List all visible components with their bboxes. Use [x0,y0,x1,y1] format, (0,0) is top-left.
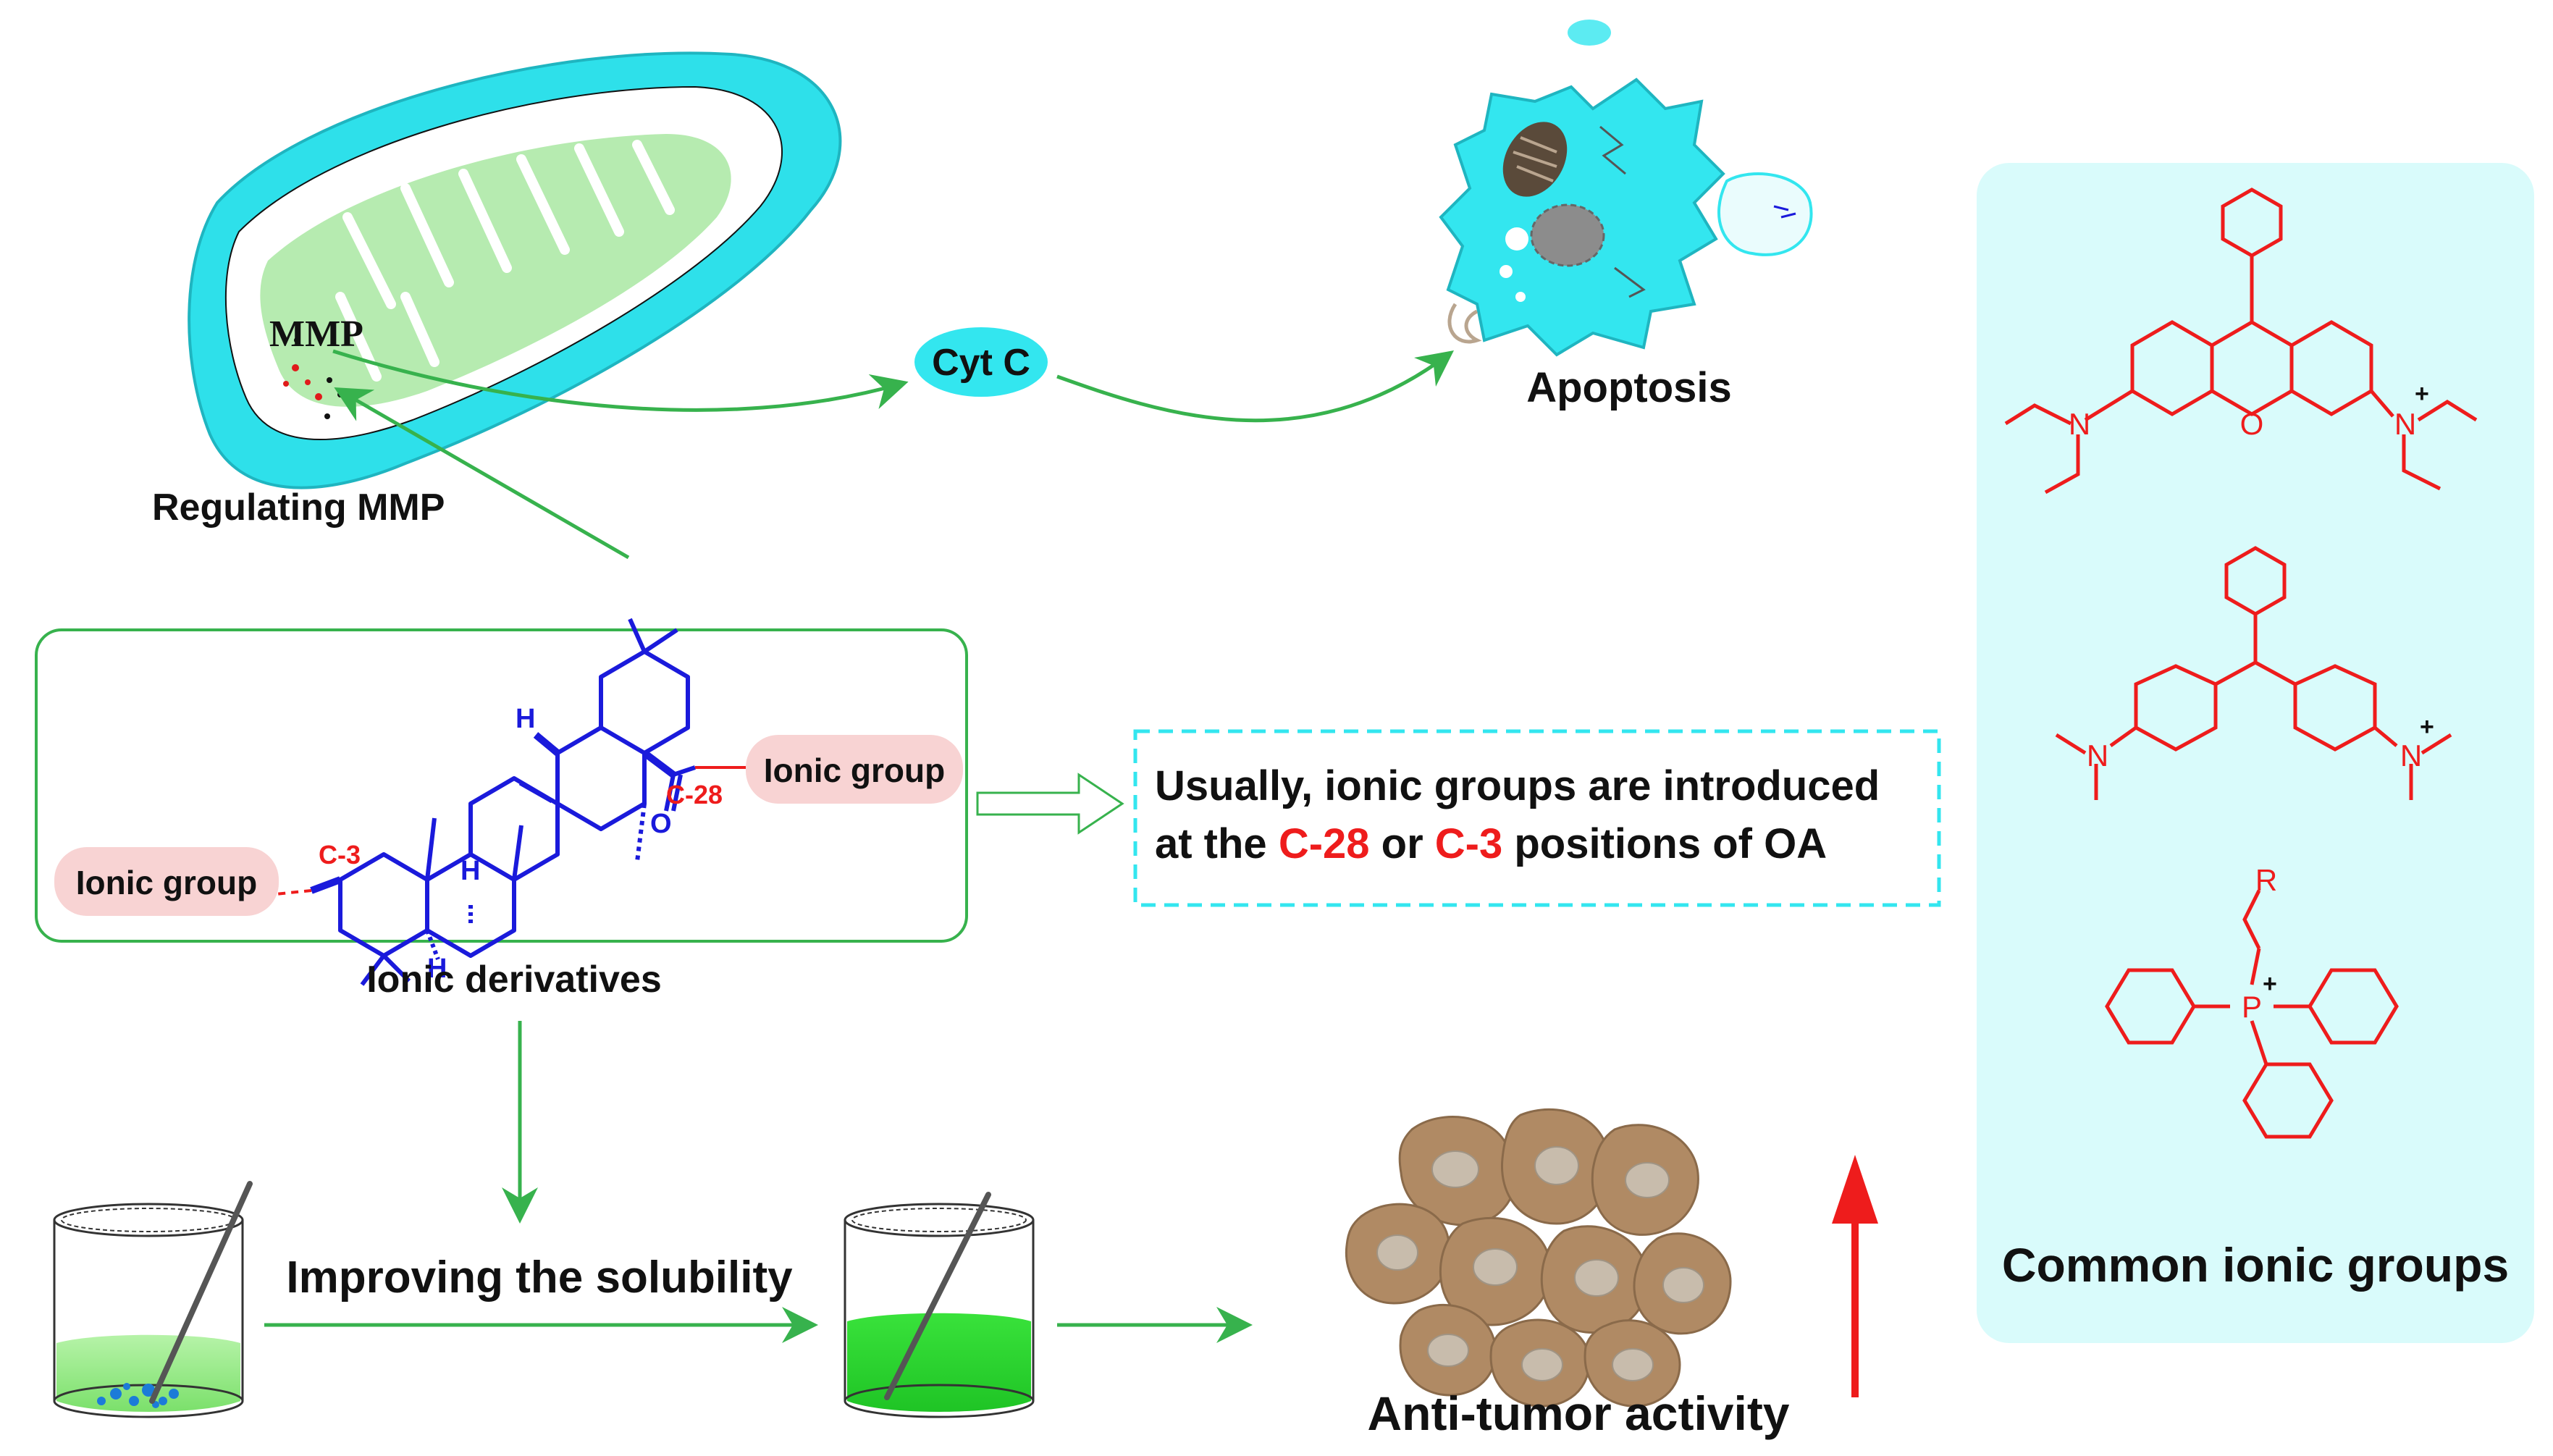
ionic-derivatives-box: H H H O C-3 C-28 Ionic group Ionic group… [35,618,968,1001]
c28-label: C-28 [666,780,723,809]
note-line2: at the C-28 or C-3 positions of OA [1155,820,1827,867]
anti-tumor-label: Anti-tumor activity [1367,1386,1789,1440]
rhodamine-n-right: N [2394,407,2416,441]
triphenylphosphonium-structure [2105,889,2399,1139]
beaker-left [53,1181,253,1418]
o-atom-carbonyl: O [650,809,672,839]
ionic-group-pill-right: Ionic group [746,735,963,804]
note-box: Usually, ionic groups are introduced at … [1133,729,1941,907]
note-line2-mid: or [1370,820,1435,867]
h-atom-middle: H [460,856,480,886]
rhodamine-n-charge: + [2415,380,2429,408]
phosphonium-p-atom: P [2242,990,2262,1024]
note-line2-c28: C-28 [1279,820,1370,867]
note-line1: Usually, ionic groups are introduced [1155,762,1880,809]
phosphonium-r-atom: R [2255,863,2277,897]
mmp-dots [283,337,343,419]
common-ionic-groups-panel: O N N + N N + [1977,163,2534,1343]
mmp-to-cytc-arrow [332,349,909,412]
apoptosis-label: Apoptosis [1526,364,1732,411]
oleanolic-acid-structure [310,618,696,986]
triarylmethane-structure [2055,546,2452,800]
note-line2-c3: C-3 [1435,820,1502,867]
top-arrows [332,349,1455,560]
mmp-label: MMP [269,313,363,355]
ionic-group-right-label: Ionic group [764,752,945,789]
cytc-to-apoptosis-arrow [1056,350,1455,423]
phosphonium-p-charge: + [2263,970,2277,998]
triarylmethane-n-charge: + [2420,713,2434,741]
note-line2-suffix: positions of OA [1502,820,1827,867]
rhodamine-o-atom: O [2240,407,2264,441]
h-atom-top: H [516,704,535,734]
regulating-mmp-label: Regulating MMP [152,487,445,529]
rhodamine-n-left: N [2069,407,2090,441]
hollow-arrow [976,773,1124,835]
cyt-c-node: Cyt C [914,327,1048,397]
mitochondrion: MMP Regulating MMP [152,51,842,529]
triarylmethane-n-right: N [2400,738,2422,773]
common-ionic-groups-title: Common ionic groups [2002,1238,2509,1292]
cyt-c-label: Cyt C [932,342,1030,384]
h-atom-bottom: H [427,954,447,984]
beaker-right [844,1192,1035,1418]
tumor-cluster: Anti-tumor activity [1345,1108,1790,1440]
c3-label: C-3 [319,840,361,870]
solubility-label: Improving the solubility [286,1253,793,1303]
ionic-group-left-label: Ionic group [76,864,257,901]
triarylmethane-n-left: N [2087,738,2108,773]
ionic-derivatives-caption: Ionic derivatives [366,959,662,1001]
apoptotic-cell: Apoptosis [1439,20,1813,411]
note-line2-prefix: at the [1155,820,1279,867]
rhodamine-structure [2004,188,2478,495]
derivatives-to-mmp-arrow [334,387,630,560]
increase-arrow [1832,1155,1878,1397]
ionic-group-pill-left: Ionic group [54,847,279,916]
